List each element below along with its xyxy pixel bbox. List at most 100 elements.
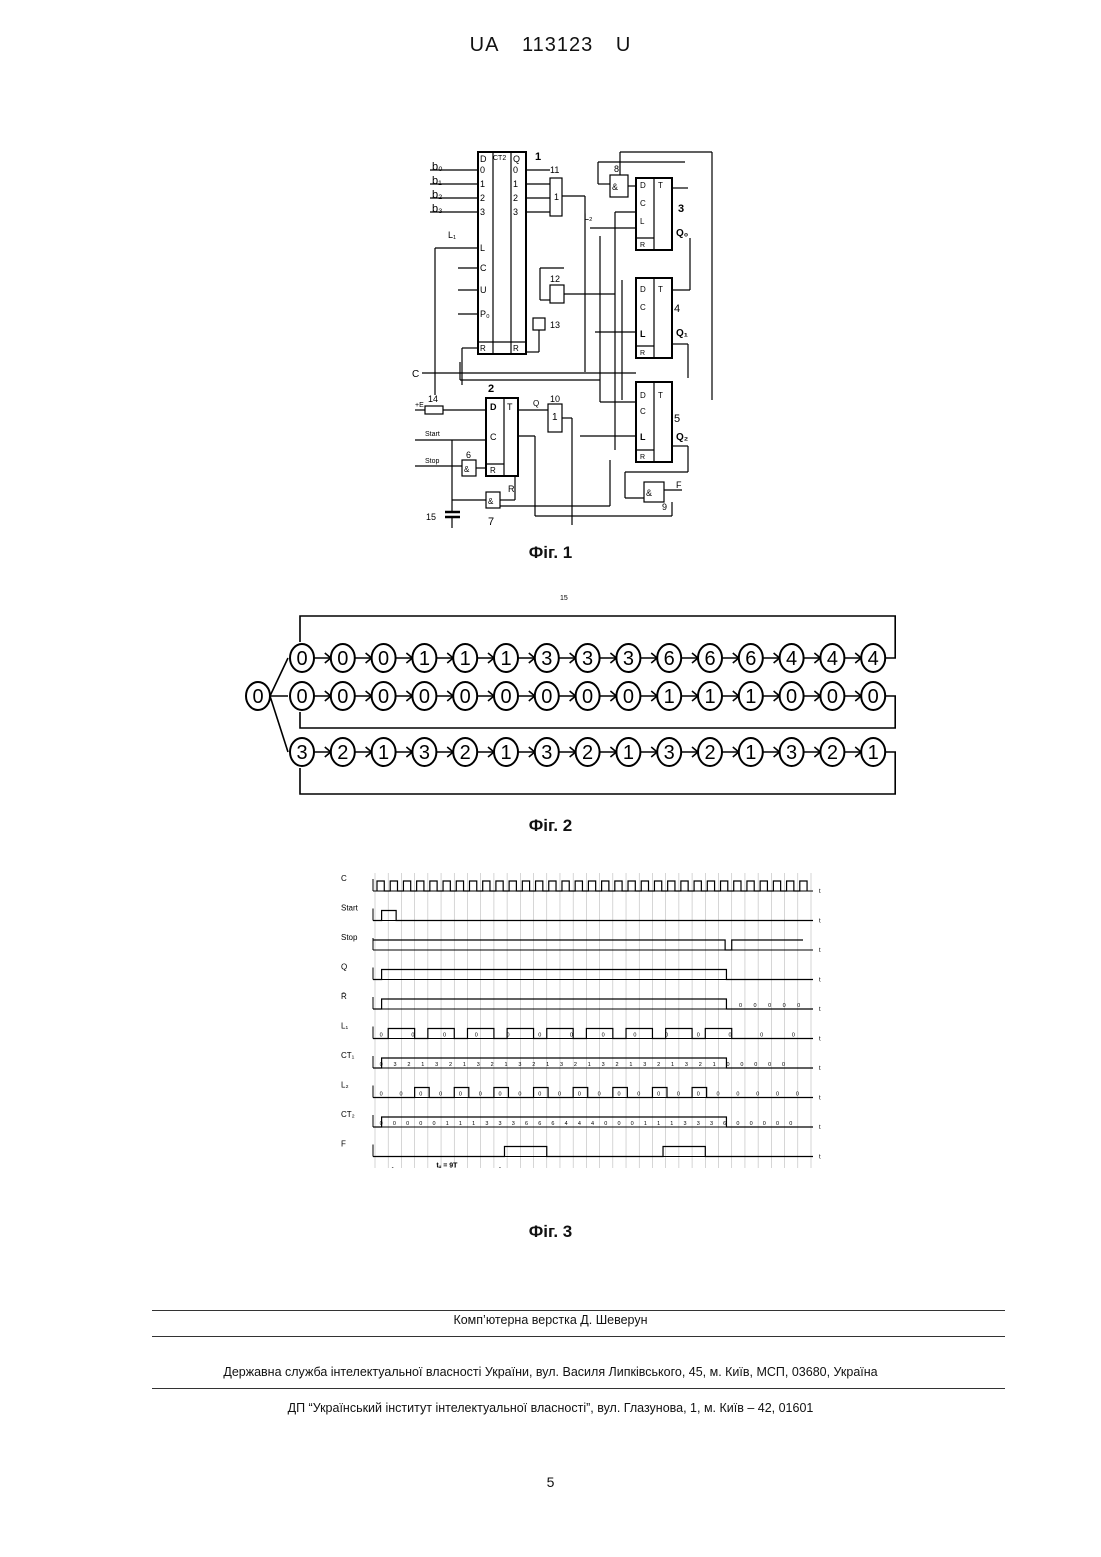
element-14: 14 xyxy=(428,394,438,404)
fig2-state-label: 3 xyxy=(786,742,797,764)
fig1-caption: Фіг. 1 xyxy=(0,543,1101,563)
fig2-state-label: 1 xyxy=(704,686,715,708)
fig3-value-label: 0 xyxy=(665,1033,668,1039)
fig3-value-label: 0 xyxy=(697,1092,700,1098)
pin-3: 3 xyxy=(480,207,485,217)
fig3-value-label: 1 xyxy=(629,1062,632,1068)
fig3-value-label: 0 xyxy=(499,1092,502,1098)
fig3-value-label: 0 xyxy=(768,1062,771,1068)
counter-type: CT2 xyxy=(493,155,506,162)
fig3-value-label: 0 xyxy=(754,1062,757,1068)
ff4-pin-d: D xyxy=(640,285,646,294)
fig2-state-label: 2 xyxy=(704,742,715,764)
pin-q: Q xyxy=(513,154,520,164)
fig3-value-label: 0 xyxy=(602,1033,605,1039)
ff2-pin-d: D xyxy=(490,402,497,412)
fig3-value-label: 3 xyxy=(394,1062,397,1068)
fig2-state-label: 3 xyxy=(419,742,430,764)
fig2-state-label: 1 xyxy=(500,742,511,764)
ff2-pin-t: T xyxy=(507,402,513,412)
fig3-value-label: 2 xyxy=(574,1062,577,1068)
fig3-value-label: 0 xyxy=(763,1121,766,1127)
fig2-branch-arrow xyxy=(270,658,288,696)
fig3-value-label: 1 xyxy=(671,1062,674,1068)
fig2-state-label: 0 xyxy=(337,686,348,708)
fig3-time-axis: t xyxy=(819,978,821,984)
ff4-pin-c: C xyxy=(640,303,646,312)
fig2-branch-arrow xyxy=(270,696,288,752)
fig3-value-label: 0 xyxy=(726,1062,729,1068)
fig3-value-label: 2 xyxy=(449,1062,452,1068)
fig3-value-label: 0 xyxy=(697,1033,700,1039)
ff4-pin-l: L xyxy=(640,329,646,339)
fig2-start-label: 0 xyxy=(252,686,263,708)
fig3-value-label: 0 xyxy=(393,1121,396,1127)
fig3-waveform xyxy=(373,1147,813,1157)
fig3-time-axis: t xyxy=(819,1066,821,1072)
fig3-value-label: 3 xyxy=(560,1062,563,1068)
fig3-value-label: 0 xyxy=(776,1092,779,1098)
fig3-value-label: 0 xyxy=(459,1092,462,1098)
fig3-waveform xyxy=(373,970,813,980)
pin-q1: 1 xyxy=(513,179,518,189)
fig3-signal-label: Start xyxy=(341,904,359,913)
fig3-waveform xyxy=(373,999,813,1009)
pin-r-right: R xyxy=(513,344,519,353)
footer-agency: Державна служба інтелектуальної власност… xyxy=(0,1365,1101,1379)
fig3-waveform xyxy=(377,881,807,891)
fig3-value-label: 0 xyxy=(432,1121,435,1127)
fig3-value-label: 0 xyxy=(631,1121,634,1127)
element-4: 4 xyxy=(674,303,680,315)
fig3-value-label: 0 xyxy=(760,1033,763,1039)
element-3: 3 xyxy=(678,203,684,215)
fig3-value-label: 0 xyxy=(538,1092,541,1098)
ff4-pin-r: R xyxy=(640,350,645,357)
fig2-state-label: 4 xyxy=(827,648,838,670)
ff5-pin-d: D xyxy=(640,391,646,400)
pin-q0: 0 xyxy=(513,165,518,175)
fig3-value-label: 0 xyxy=(792,1033,795,1039)
fig3-value-label: 1 xyxy=(472,1121,475,1127)
fig3-value-label: 4 xyxy=(578,1121,581,1127)
label-plus-e: +E xyxy=(415,402,424,409)
pin-2: 2 xyxy=(480,193,485,203)
fig3-value-label: 0 xyxy=(506,1033,509,1039)
fig3-value-label: 0 xyxy=(789,1121,792,1127)
fig3-value-label: 0 xyxy=(598,1092,601,1098)
fig2-state-label: 4 xyxy=(868,648,879,670)
fig2-state-label: 4 xyxy=(786,648,797,670)
fig2-state-label: 1 xyxy=(460,648,471,670)
fig3-time-axis: t xyxy=(819,1125,821,1131)
label-l2: L₂ xyxy=(584,212,593,222)
element-9: 9 xyxy=(662,502,667,512)
fig2-state-label: 0 xyxy=(337,648,348,670)
fig3-value-label: 0 xyxy=(750,1121,753,1127)
fig3-value-label: 0 xyxy=(782,1062,785,1068)
fig2-state-label: 2 xyxy=(582,742,593,764)
fig3-value-label: 0 xyxy=(740,1062,743,1068)
fig2-state-label: 6 xyxy=(745,648,756,670)
fig3-caption: Фіг. 3 xyxy=(0,1222,1101,1242)
fig3-value-label: 0 xyxy=(617,1121,620,1127)
fig3-value-label: 0 xyxy=(570,1033,573,1039)
fig3-value-label: 0 xyxy=(776,1121,779,1127)
footer-typeset: Комп’ютерна верстка Д. Шеверун xyxy=(0,1313,1101,1327)
fig3-value-label: 3 xyxy=(512,1121,515,1127)
fig3-value-label: 0 xyxy=(380,1092,383,1098)
element-11: 11 xyxy=(550,165,559,175)
fig2-state-label: 6 xyxy=(664,648,675,670)
label-f: F xyxy=(676,480,682,490)
patent-number-header: UA 113123 U xyxy=(0,34,1101,57)
fig2-state-label: 3 xyxy=(582,648,593,670)
fig3-value-label: 3 xyxy=(518,1062,521,1068)
footer-rule-2 xyxy=(152,1336,1005,1337)
fig3-value-label: 6 xyxy=(723,1121,726,1127)
ff2-pin-r: R xyxy=(490,466,496,475)
element-13: 13 xyxy=(550,320,560,330)
ff4-pin-t: T xyxy=(658,285,663,294)
fig3-value-label: 0 xyxy=(380,1033,383,1039)
footer-rule-3 xyxy=(152,1388,1005,1389)
fig3-value-label: 0 xyxy=(604,1121,607,1127)
gate-or-10: 1 xyxy=(552,412,558,423)
element-8: 8 xyxy=(614,164,619,174)
